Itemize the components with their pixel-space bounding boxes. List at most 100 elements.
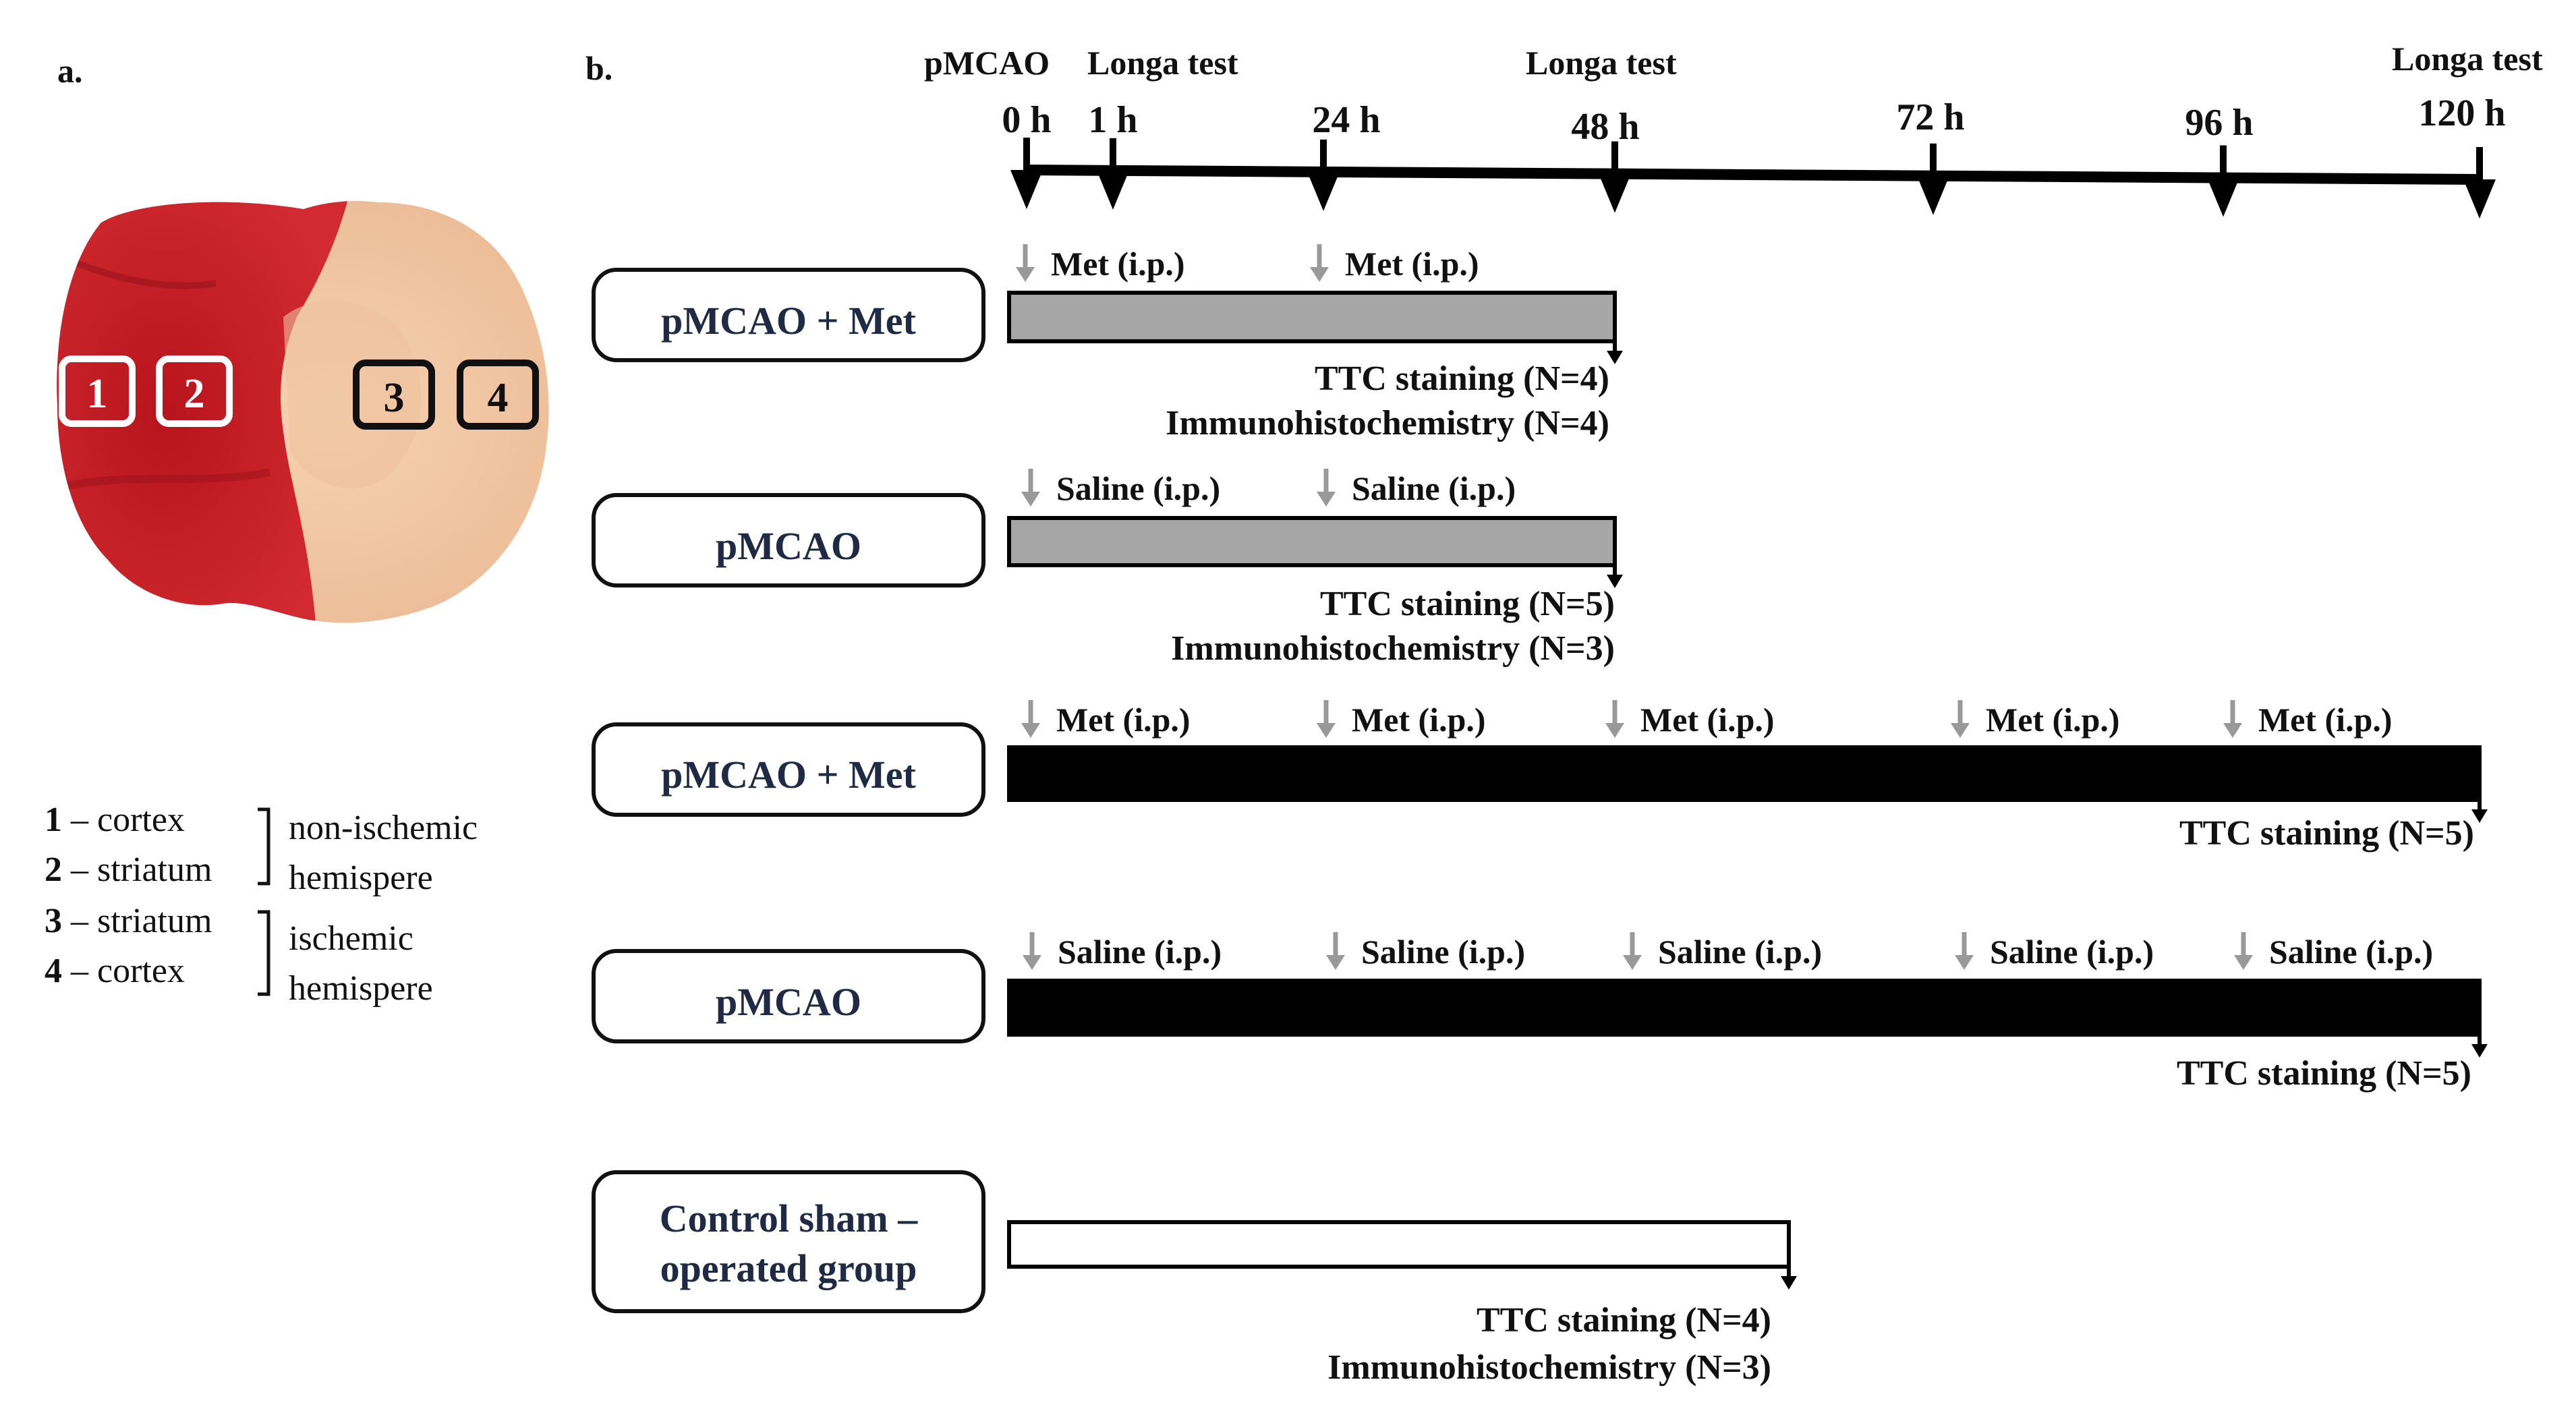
- legend-item-3: 3 – striatum: [45, 902, 212, 940]
- group-row: pMCAO Saline (i.p.) Saline (i.p.) TTC stain…: [592, 469, 1623, 668]
- timepoint-arrowhead: [1307, 171, 1340, 211]
- region-box-2: 2: [156, 355, 233, 427]
- group-box: [592, 722, 985, 817]
- group-label-non-ischemic-1: non-ischemic: [289, 809, 478, 847]
- down-arrow-icon: [1955, 955, 1974, 970]
- timepoint-label: 1 h: [1088, 99, 1137, 141]
- injection-marker: Met (i.p.): [2223, 700, 2393, 739]
- outcome-label: Immunohistochemistry (N=3): [1327, 1348, 1771, 1387]
- timepoint-arrowhead: [1010, 170, 1043, 209]
- injection-marker: Met (i.p.): [1016, 244, 1185, 283]
- timepoint-label: 48 h: [1571, 106, 1639, 148]
- group-name: pMCAO + Met: [661, 299, 916, 343]
- injection-marker: Met (i.p.): [1951, 700, 2120, 739]
- group-box: [592, 949, 985, 1043]
- treatment-bar: [1007, 1220, 1791, 1269]
- down-arrow-icon: [1317, 723, 1336, 738]
- down-arrow-icon: [1623, 955, 1642, 970]
- legend-item-2: 2 – striatum: [45, 851, 212, 889]
- non-ischemic-region: [57, 201, 351, 623]
- group-name: pMCAO + Met: [661, 753, 916, 797]
- outcome-label: TTC staining (N=5): [1320, 585, 1615, 623]
- treatment-bar: [1007, 745, 2482, 802]
- timepoint-label: 120 h: [2418, 92, 2505, 134]
- group-name: pMCAO: [716, 524, 861, 568]
- injection-marker: Met (i.p.): [1605, 700, 1775, 739]
- down-arrow-icon: [1605, 723, 1624, 738]
- bar-end-arrow: [2471, 1044, 2488, 1058]
- down-arrow-icon: [2223, 723, 2242, 738]
- injection-label: Met (i.p.): [1345, 245, 1479, 283]
- down-arrow-icon: [1016, 267, 1035, 282]
- svg-text:1: 1: [87, 371, 108, 417]
- timepoint-arrowhead: [2463, 179, 2496, 219]
- outcome-label: Immunohistochemistry (N=3): [1171, 629, 1615, 668]
- injection-label: Saline (i.p.): [1058, 933, 1222, 971]
- outcome-label: TTC staining (N=4): [1315, 359, 1609, 398]
- injection-label: Saline (i.p.): [1352, 469, 1516, 507]
- group-label-non-ischemic-2: hemispere: [289, 859, 433, 897]
- injection-marker: Saline (i.p.): [1317, 469, 1516, 507]
- injection-label: Met (i.p.): [1640, 701, 1775, 739]
- treatment-bar: [1007, 291, 1617, 343]
- timepoint-arrowhead: [1097, 170, 1129, 210]
- group-label-ischemic-2: hemispere: [289, 969, 433, 1008]
- injection-marker: Saline (i.p.): [1021, 469, 1220, 507]
- injection-marker: Saline (i.p.): [1955, 932, 2154, 971]
- injection-marker: Saline (i.p.): [2234, 932, 2433, 971]
- down-arrow-icon: [1310, 267, 1329, 282]
- label-pmcao: pMCAO: [924, 44, 1050, 82]
- panel-a-label: a.: [57, 52, 83, 90]
- region-legend: 1 – cortex 2 – striatum 3 – striatum 4 –…: [45, 801, 478, 1008]
- timepoint-label: 72 h: [1896, 96, 1964, 138]
- injection-label: Saline (i.p.): [1361, 933, 1525, 971]
- bar-end-arrow: [1781, 1276, 1797, 1290]
- svg-text:3: 3: [384, 375, 405, 421]
- timepoint-label: 96 h: [2185, 102, 2253, 144]
- label-longa-test-3: Longa test: [2392, 40, 2543, 78]
- down-arrow-icon: [2234, 955, 2253, 970]
- injection-marker: Met (i.p.): [1310, 244, 1479, 283]
- timepoint-label: 0 h: [1002, 99, 1051, 141]
- down-arrow-icon: [1021, 492, 1040, 507]
- timepoint-label: 24 h: [1312, 99, 1380, 141]
- bracket-ischemic: [258, 910, 270, 996]
- legend-item-4: 4 – cortex: [45, 952, 185, 990]
- bar-end-arrow: [1607, 575, 1623, 588]
- bracket-non-ischemic: [258, 807, 270, 886]
- injection-marker: Met (i.p.): [1021, 700, 1191, 739]
- group-box: [592, 268, 985, 362]
- group-name: Control sham –: [660, 1197, 918, 1240]
- injection-marker: Met (i.p.): [1317, 700, 1486, 739]
- timepoint-arrowhead: [1599, 173, 1631, 213]
- svg-text:4: 4: [488, 375, 509, 421]
- injection-label: Met (i.p.): [1051, 245, 1185, 283]
- region-box-1: 1: [59, 355, 136, 427]
- region-box-3: 3: [353, 359, 435, 430]
- treatment-bar: [1007, 516, 1617, 567]
- striatum-shade: [283, 301, 421, 489]
- group-label-ischemic-1: ischemic: [289, 919, 413, 958]
- timepoint-arrowhead: [2207, 177, 2239, 217]
- outcome-label: TTC staining (N=5): [2179, 814, 2474, 853]
- outcome-label: TTC staining (N=4): [1477, 1301, 1771, 1340]
- legend-item-1: 1 – cortex: [45, 801, 185, 839]
- region-box-4: 4: [457, 359, 539, 430]
- group-row: pMCAO + Met Met (i.p.) Met (i.p.) Met (i.p.…: [592, 700, 2488, 853]
- bar-end-arrow: [1607, 351, 1623, 364]
- group-name: operated group: [660, 1246, 917, 1290]
- main-timeline: 0 h 1 h 24 h 48 h 72 h 96 h 120 h: [1002, 92, 2506, 219]
- injection-label: Met (i.p.): [1352, 701, 1486, 739]
- injection-label: Saline (i.p.): [2269, 933, 2433, 971]
- injection-label: Met (i.p.): [2258, 701, 2393, 739]
- label-longa-test-2: Longa test: [1526, 44, 1677, 82]
- outcome-label: TTC staining (N=5): [2177, 1054, 2471, 1093]
- label-longa-test-1: Longa test: [1087, 44, 1238, 82]
- injection-label: Met (i.p.): [1056, 701, 1191, 739]
- injection-marker: Saline (i.p.): [1326, 932, 1525, 971]
- treatment-bar: [1007, 979, 2482, 1037]
- down-arrow-icon: [1021, 723, 1040, 738]
- svg-text:2: 2: [184, 371, 205, 417]
